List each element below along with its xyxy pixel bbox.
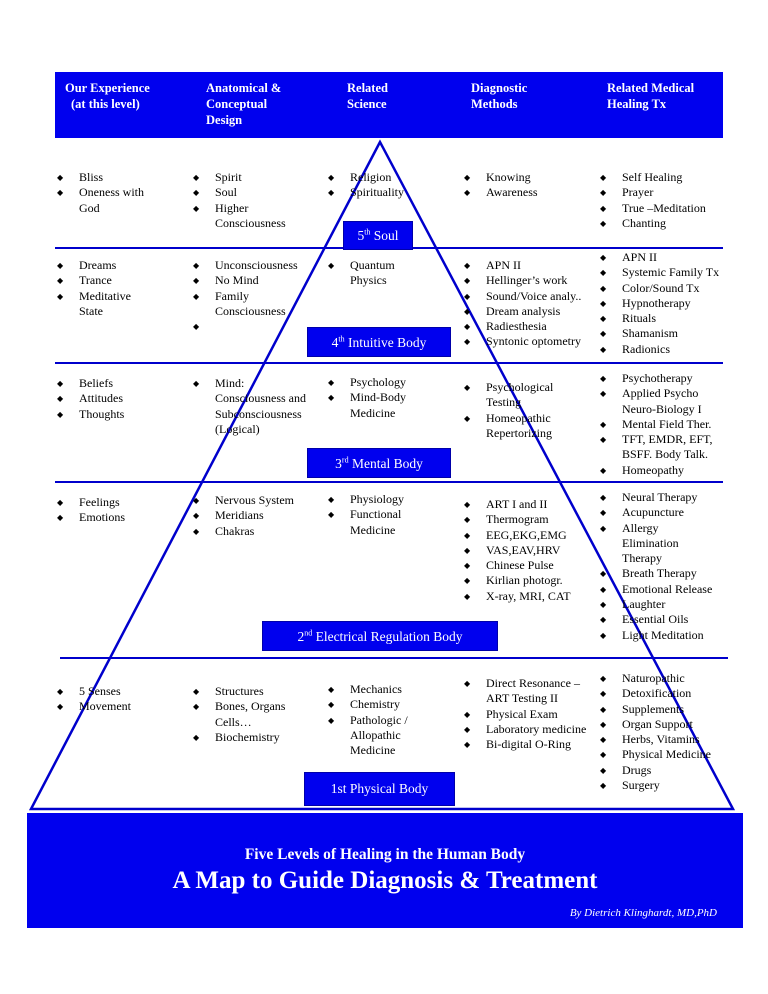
level4-experience: DreamsTranceMeditative State — [55, 258, 175, 319]
level2-science: PhysiologyFunctional Medicine — [326, 492, 446, 538]
level-divider — [55, 362, 723, 364]
level-divider — [60, 657, 728, 659]
level4-healing: APN IISystemic Family TxColor/Sound TxHy… — [598, 250, 728, 357]
level3-label: 3rd Mental Body — [307, 448, 451, 478]
level2-healing: Neural TherapyAcupunctureAllergy Elimina… — [598, 490, 728, 643]
level4-anatomical: UnconsciousnessNo MindFamily Consciousne… — [191, 258, 321, 334]
level4-label: 4th Intuitive Body — [307, 327, 451, 357]
level2-experience: FeelingsEmotions — [55, 495, 175, 526]
level3-healing: PsychotherapyApplied Psycho Neuro-Biolog… — [598, 371, 728, 478]
level3-experience: BeliefsAttitudesThoughts — [55, 376, 175, 422]
level5-label: 5th Soul — [343, 221, 413, 250]
level2-label: 2nd Electrical Regulation Body — [262, 621, 498, 651]
title-banner: Five Levels of Healing in the Human Body… — [27, 813, 743, 928]
level5-anatomical: SpiritSoulHigher Consciousness — [191, 170, 321, 231]
level1-label: 1st Physical Body — [304, 772, 455, 806]
level1-anatomical: StructuresBones, Organs Cells…Biochemist… — [191, 684, 321, 745]
level1-experience: 5 SensesMovement — [55, 684, 175, 715]
level1-diagnostic: Direct Resonance – ART Testing IIPhysica… — [462, 676, 597, 753]
level3-science: PsychologyMind-Body Medicine — [326, 375, 446, 421]
level4-diagnostic: APN IIHellinger’s workSound/Voice analy.… — [462, 258, 592, 350]
level5-healing: Self HealingPrayerTrue –MeditationChanti… — [598, 170, 728, 231]
level1-science: MechanicsChemistryPathologic / Allopathi… — [326, 682, 446, 758]
header-experience: Our Experience(at this level) — [65, 81, 150, 111]
author-credit: By Dietrich Klinghardt, MD,PhD — [569, 907, 717, 919]
level4-science: Quantum Physics — [326, 258, 446, 289]
level1-healing: NaturopathicDetoxificationSupplementsOrg… — [598, 671, 728, 794]
level5-diagnostic: KnowingAwareness — [462, 170, 592, 201]
level5-experience: BlissOneness with God — [55, 170, 175, 216]
diagram-title: A Map to Guide Diagnosis & Treatment — [172, 867, 598, 894]
level3-diagnostic: Psychological TestingHomeopathic Reperto… — [462, 380, 592, 441]
diagram-subtitle: Five Levels of Healing in the Human Body — [244, 846, 526, 863]
level5-science: ReligionSpirituality — [326, 170, 446, 201]
level-divider — [55, 481, 723, 483]
column-header-bar: Our Experience(at this level) Anatomical… — [55, 72, 723, 138]
level3-anatomical: Mind: Consciousness and Subconsciousness… — [191, 376, 316, 437]
level2-anatomical: Nervous SystemMeridiansChakras — [191, 493, 321, 539]
level2-diagnostic: ART I and IIThermogramEEG,EKG,EMGVAS,EAV… — [462, 497, 592, 604]
